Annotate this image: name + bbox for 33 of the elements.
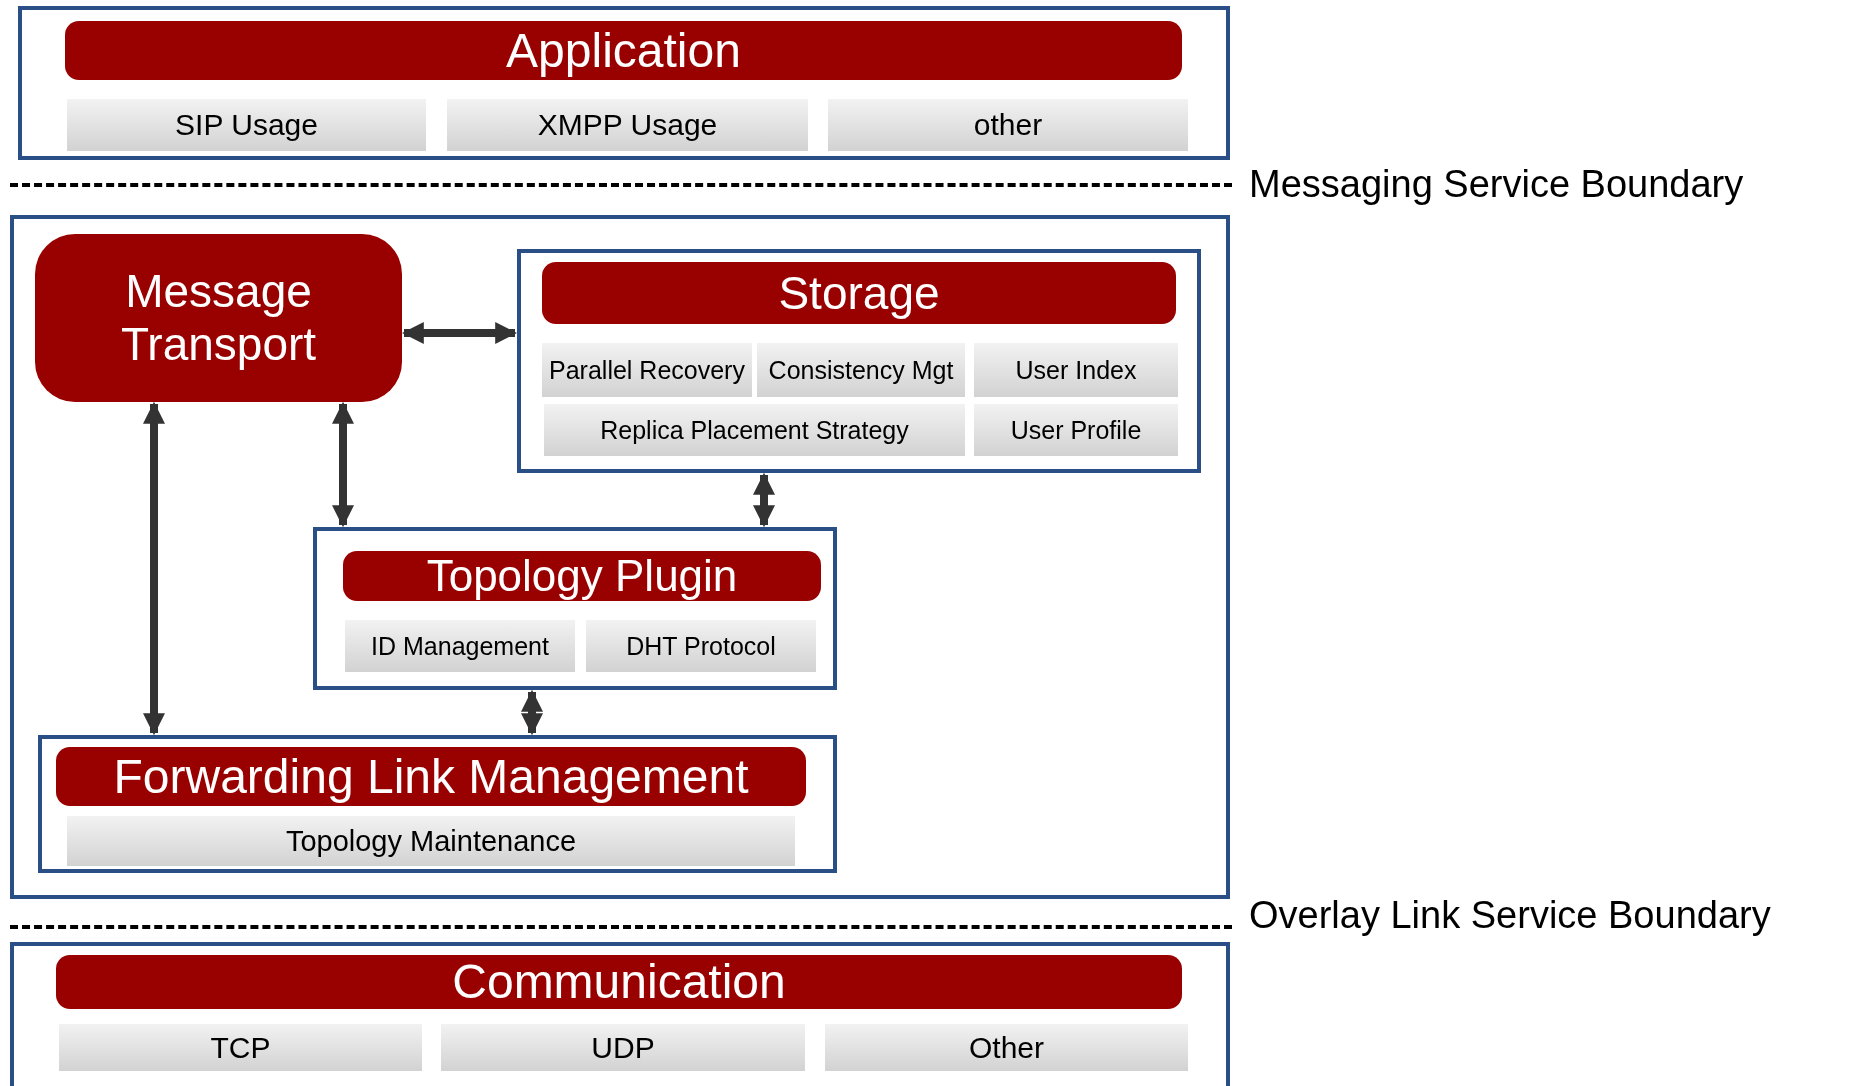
component-box: ID Management — [345, 620, 575, 672]
layer-panel — [18, 6, 1230, 160]
component-box: SIP Usage — [67, 99, 426, 151]
layer-panel — [10, 215, 1230, 899]
layer-panel — [38, 735, 837, 873]
double-arrow — [143, 401, 165, 736]
layer-heading: Topology Plugin — [343, 551, 821, 601]
boundary-label: Overlay Link Service Boundary — [1249, 894, 1771, 937]
double-arrow — [753, 472, 775, 528]
component-box: User Profile — [974, 404, 1178, 456]
component-box: other — [828, 99, 1188, 151]
component-box: XMPP Usage — [447, 99, 808, 151]
double-arrow — [332, 401, 354, 528]
layer-heading: Storage — [542, 262, 1176, 324]
double-arrow — [401, 322, 518, 344]
component-box: User Index — [974, 343, 1178, 397]
layer-heading: Application — [65, 21, 1182, 80]
component-box: UDP — [441, 1024, 805, 1071]
component-box: Replica Placement Strategy — [544, 404, 965, 456]
component-box: TCP — [59, 1024, 422, 1071]
layer-panel — [517, 249, 1201, 473]
layer-heading: Forwarding Link Management — [56, 747, 806, 806]
layer-panel — [10, 942, 1230, 1086]
layer-heading: Communication — [56, 955, 1182, 1009]
boundary-label: Messaging Service Boundary — [1249, 163, 1744, 206]
component-box: DHT Protocol — [586, 620, 816, 672]
process-box: Message Transport — [35, 234, 402, 402]
component-box: Topology Maintenance — [67, 816, 795, 866]
component-box: Parallel Recovery — [542, 343, 752, 397]
component-box: Consistency Mgt — [757, 343, 965, 397]
double-arrow — [521, 689, 543, 736]
component-box: Other — [825, 1024, 1188, 1071]
layer-panel — [313, 527, 837, 690]
